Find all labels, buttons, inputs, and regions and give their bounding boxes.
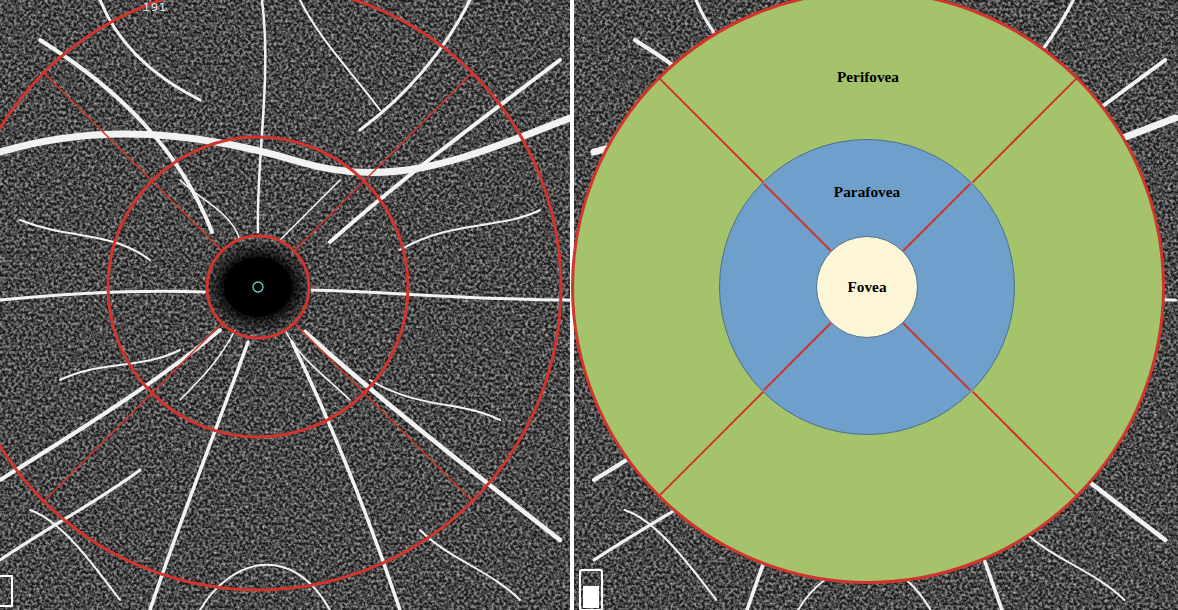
octa-image [0,0,570,610]
region-label: Perifovea [571,68,1165,86]
scan-number: 191 [143,1,167,14]
parafovea-ring: ParafoveaFovea [719,139,1015,435]
perifovea-ring: PerifoveaParafoveaFovea [571,0,1165,584]
fovea-disc: Fovea [816,236,918,338]
region-label: Fovea [816,278,918,296]
region-label: Parafovea [719,183,1015,201]
